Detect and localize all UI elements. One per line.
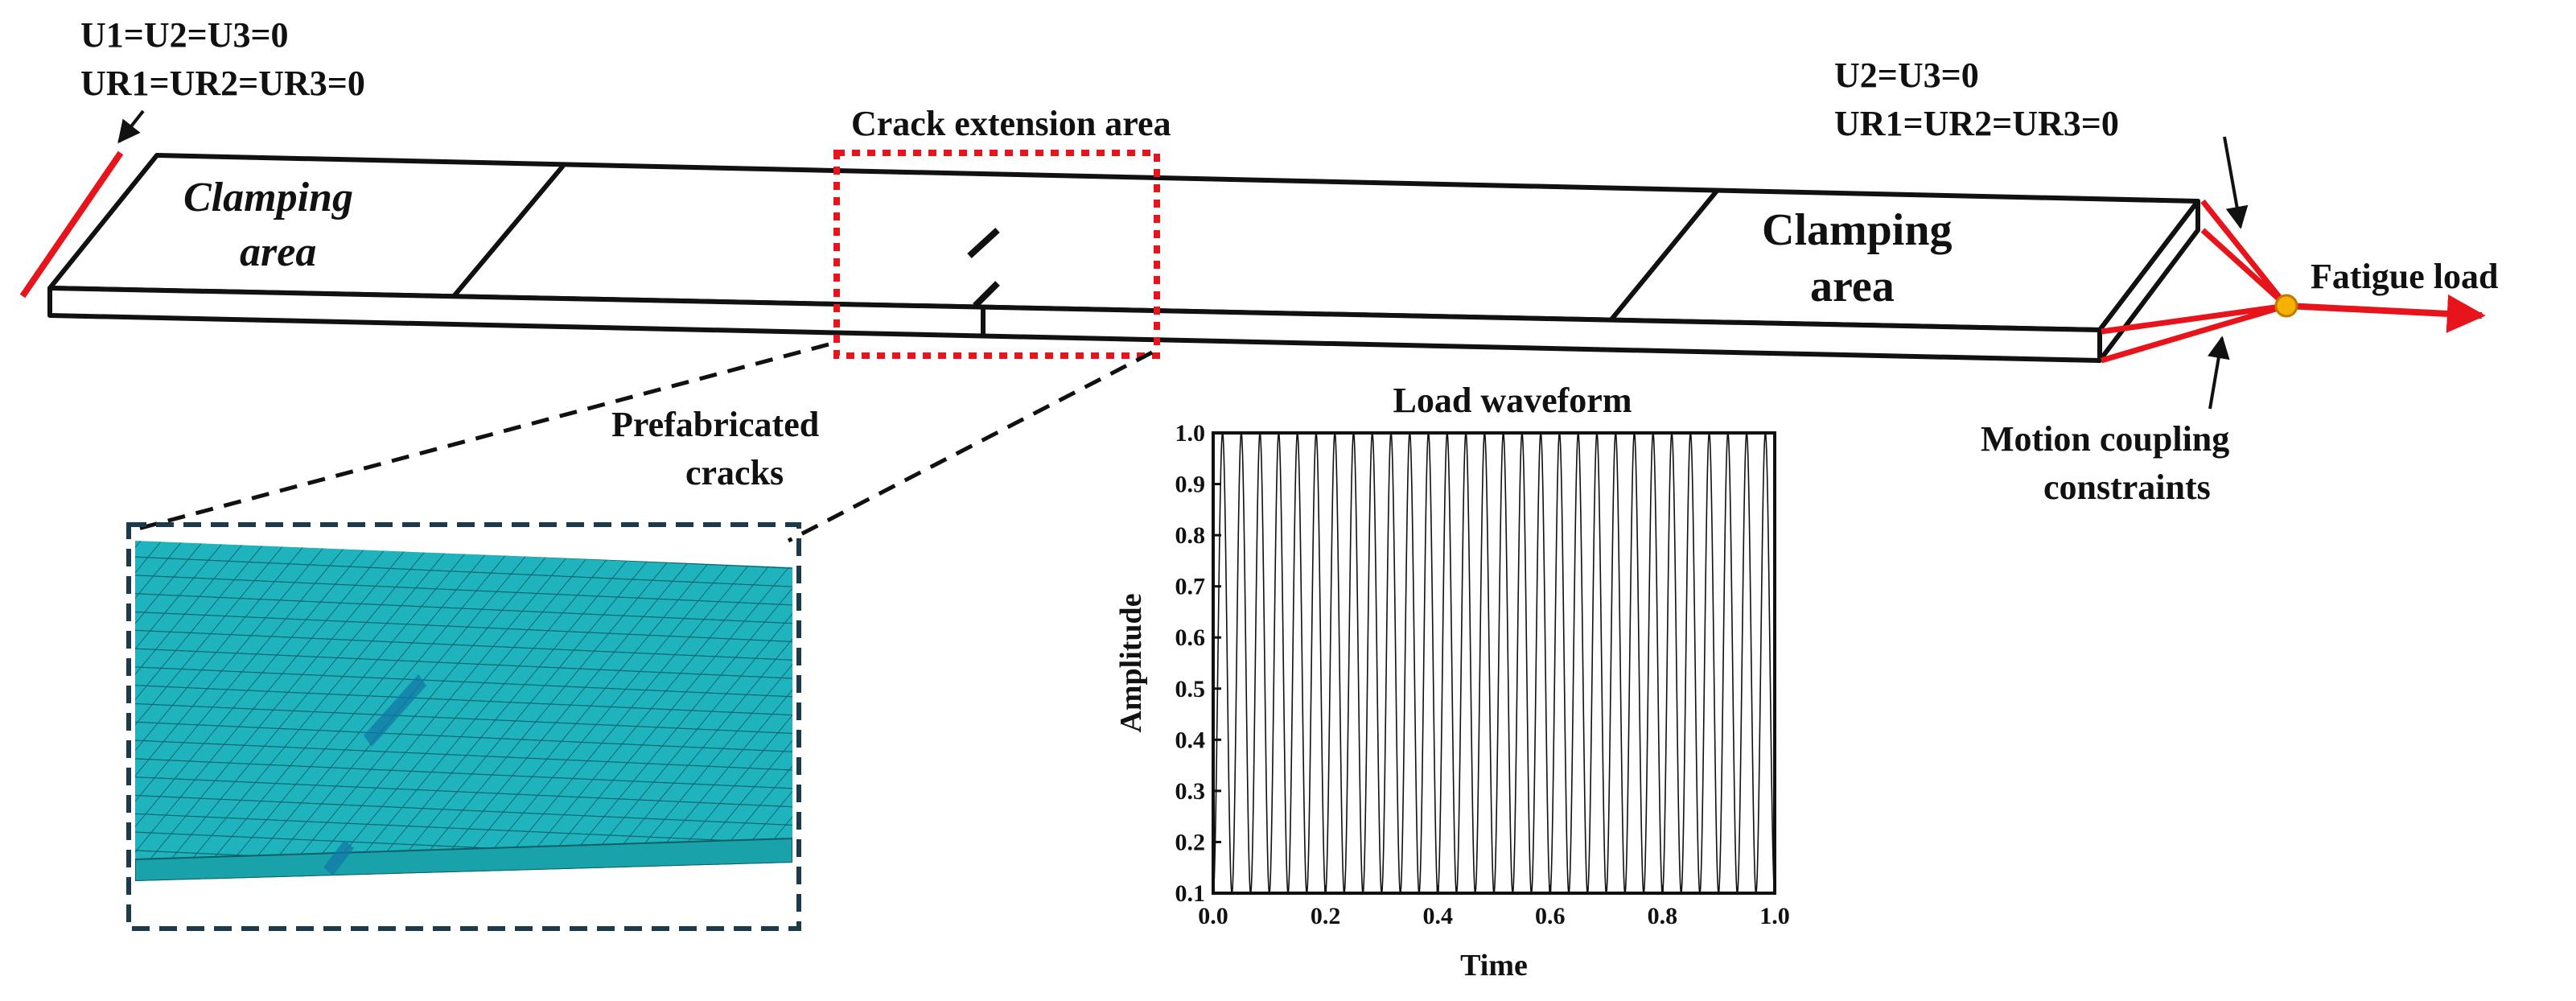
y-tick-label: 0.9 (1175, 472, 1206, 498)
y-tick-label: 1.0 (1175, 420, 1206, 447)
y-tick-label: 0.8 (1175, 522, 1206, 549)
y-tick-label: 0.4 (1175, 727, 1206, 753)
right-bc-label-2: UR1=UR2=UR3=0 (1834, 104, 2119, 143)
zoom-line-right (787, 350, 1154, 543)
x-axis-ticks: 0.0 0.2 0.4 0.6 0.8 1.0 (1198, 885, 1790, 929)
motion-label-2: constraints (2043, 468, 2211, 507)
y-axis-ticks: 0.1 0.2 0.3 0.4 0.5 0.6 0.7 0.8 0.9 1.0 (1175, 420, 1221, 907)
prefab-label-2: cracks (685, 453, 784, 492)
motion-coupling-arrow (2207, 336, 2230, 410)
clamping-right-label-1: Clamping (1762, 205, 1953, 255)
x-tick-label: 0.0 (1198, 903, 1228, 929)
crack-mark-lower (973, 281, 1000, 308)
waveform-line (1212, 430, 1776, 896)
fatigue-load-arrow (2286, 294, 2486, 333)
left-bc-label-2: UR1=UR2=UR3=0 (80, 64, 365, 103)
beam-end-face (2097, 199, 2200, 363)
clamping-right-label-2: area (1810, 262, 1895, 311)
zoom-line-left (134, 342, 829, 532)
x-tick-label: 0.4 (1422, 903, 1453, 929)
fatigue-load-label: Fatigue load (2311, 257, 2498, 296)
motion-label-1: Motion coupling (1981, 419, 2229, 459)
y-tick-label: 0.6 (1175, 624, 1206, 651)
crack-extension-box (833, 150, 1160, 359)
y-axis-label: Amplitude (1114, 593, 1148, 732)
y-tick-label: 0.7 (1175, 574, 1206, 600)
clamping-boundary-left (452, 164, 566, 297)
right-bc-arrow (2223, 136, 2249, 229)
x-tick-label: 0.8 (1648, 903, 1678, 929)
y-tick-label: 0.2 (1175, 829, 1206, 855)
x-tick-label: 0.2 (1311, 903, 1341, 929)
y-tick-label: 0.1 (1175, 880, 1206, 907)
y-tick-label: 0.3 (1175, 778, 1206, 805)
mesh-inset (126, 522, 801, 931)
clamping-left-label-2: area (240, 229, 316, 275)
left-bc-label-1: U1=U2=U3=0 (80, 15, 289, 55)
right-bc-label-1: U2=U3=0 (1834, 56, 1979, 95)
crack-mark-upper (967, 228, 1000, 258)
y-tick-label: 0.5 (1175, 676, 1206, 702)
mesh-crack-lower (323, 840, 354, 875)
x-tick-label: 0.6 (1535, 903, 1566, 929)
x-axis-label: Time (1460, 949, 1528, 982)
crack-extension-label: Crack extension area (851, 104, 1171, 143)
inset-border (126, 522, 801, 931)
reference-point (2274, 294, 2298, 318)
prefab-label-1: Prefabricated (611, 405, 819, 444)
left-bc-arrow (117, 109, 145, 144)
clamping-boundary-right (1609, 188, 1720, 321)
clamping-left-label-1: Clamping (183, 175, 353, 220)
specimen-beam (47, 153, 2200, 363)
waveform-series (1212, 430, 1776, 896)
motion-coupling (2101, 199, 2486, 364)
fixed-edge-constraint (19, 150, 124, 299)
plot-area (1212, 431, 1776, 895)
x-tick-label: 1.0 (1759, 903, 1790, 929)
chart-title: Load waveform (1393, 381, 1632, 420)
mesh-crack-upper (364, 674, 426, 747)
